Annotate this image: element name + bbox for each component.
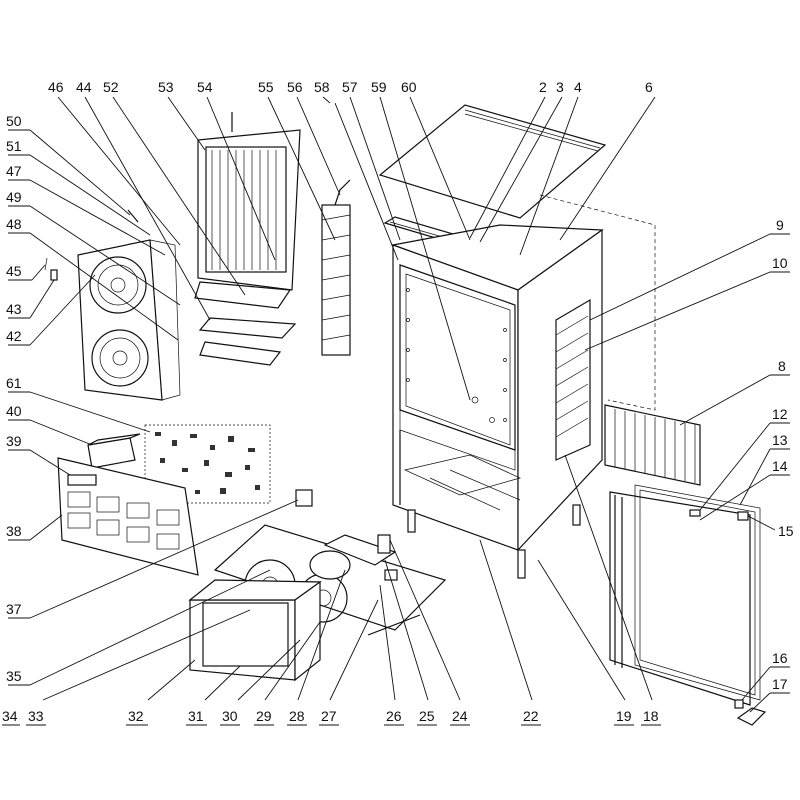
callout-44: 44	[76, 79, 92, 95]
callout-17: 17	[772, 676, 788, 692]
callout-6: 6	[645, 79, 653, 95]
callout-28: 28	[289, 708, 305, 724]
callout-27: 27	[321, 708, 337, 724]
callout-2: 2	[539, 79, 547, 95]
condenser-coil	[188, 579, 322, 682]
callout-39: 39	[6, 433, 22, 449]
door-assembly	[609, 484, 761, 706]
callout-38: 38	[6, 523, 22, 539]
callout-22: 22	[523, 708, 539, 724]
callout-labels: 46 44 52 53 54 55 56 58 57 59 60 2 3 4 6…	[2, 79, 794, 724]
callout-45: 45	[6, 263, 22, 279]
control-box	[87, 433, 141, 469]
callout-48: 48	[6, 216, 22, 232]
callout-37: 37	[6, 601, 22, 617]
callout-60: 60	[401, 79, 417, 95]
vent-slots	[67, 491, 180, 550]
callout-35: 35	[6, 668, 22, 684]
callout-52: 52	[103, 79, 119, 95]
callout-43: 43	[6, 301, 22, 317]
callout-9: 9	[776, 217, 784, 233]
callout-13: 13	[772, 432, 788, 448]
callout-58: 58	[314, 79, 330, 95]
callout-31: 31	[188, 708, 204, 724]
rear-side-panel	[539, 194, 656, 411]
pipe-manifold	[321, 179, 351, 356]
leader-lines	[5, 96, 790, 726]
fan-panel	[77, 239, 181, 401]
callout-14: 14	[772, 458, 788, 474]
callout-12: 12	[772, 406, 788, 422]
callout-57: 57	[342, 79, 358, 95]
callout-51: 51	[6, 138, 22, 154]
drawing-artwork	[44, 104, 767, 726]
callout-16: 16	[772, 650, 788, 666]
callout-55: 55	[258, 79, 274, 95]
callout-50: 50	[6, 113, 22, 129]
callout-53: 53	[158, 79, 174, 95]
callout-26: 26	[386, 708, 402, 724]
callout-42: 42	[6, 328, 22, 344]
coil-fins	[211, 150, 277, 270]
callout-33: 33	[28, 708, 44, 724]
door-hinge-foot	[734, 699, 767, 726]
callout-18: 18	[643, 708, 659, 724]
callout-15: 15	[778, 523, 794, 539]
callout-32: 32	[128, 708, 144, 724]
side-rack-rails	[555, 298, 591, 461]
callout-24: 24	[452, 708, 468, 724]
drip-trays	[194, 281, 297, 366]
evaporator-coil	[197, 112, 301, 291]
callout-47: 47	[6, 163, 22, 179]
callout-10: 10	[772, 255, 788, 271]
callout-25: 25	[419, 708, 435, 724]
callout-30: 30	[222, 708, 238, 724]
callout-40: 40	[6, 403, 22, 419]
front-vent-panel	[57, 457, 199, 576]
callout-59: 59	[371, 79, 387, 95]
callout-29: 29	[256, 708, 272, 724]
relay-cube	[295, 489, 313, 507]
callout-19: 19	[616, 708, 632, 724]
callout-34: 34	[2, 708, 18, 724]
callout-49: 49	[6, 189, 22, 205]
callout-46: 46	[48, 79, 64, 95]
callout-4: 4	[574, 79, 582, 95]
insulation-block	[144, 424, 271, 504]
rail-holes	[406, 288, 507, 423]
rear-grille	[604, 404, 701, 486]
callout-54: 54	[197, 79, 213, 95]
callout-3: 3	[556, 79, 564, 95]
callout-8: 8	[778, 358, 786, 374]
callout-61: 61	[6, 375, 22, 391]
top-lid-panel	[378, 104, 607, 219]
callout-56: 56	[287, 79, 303, 95]
